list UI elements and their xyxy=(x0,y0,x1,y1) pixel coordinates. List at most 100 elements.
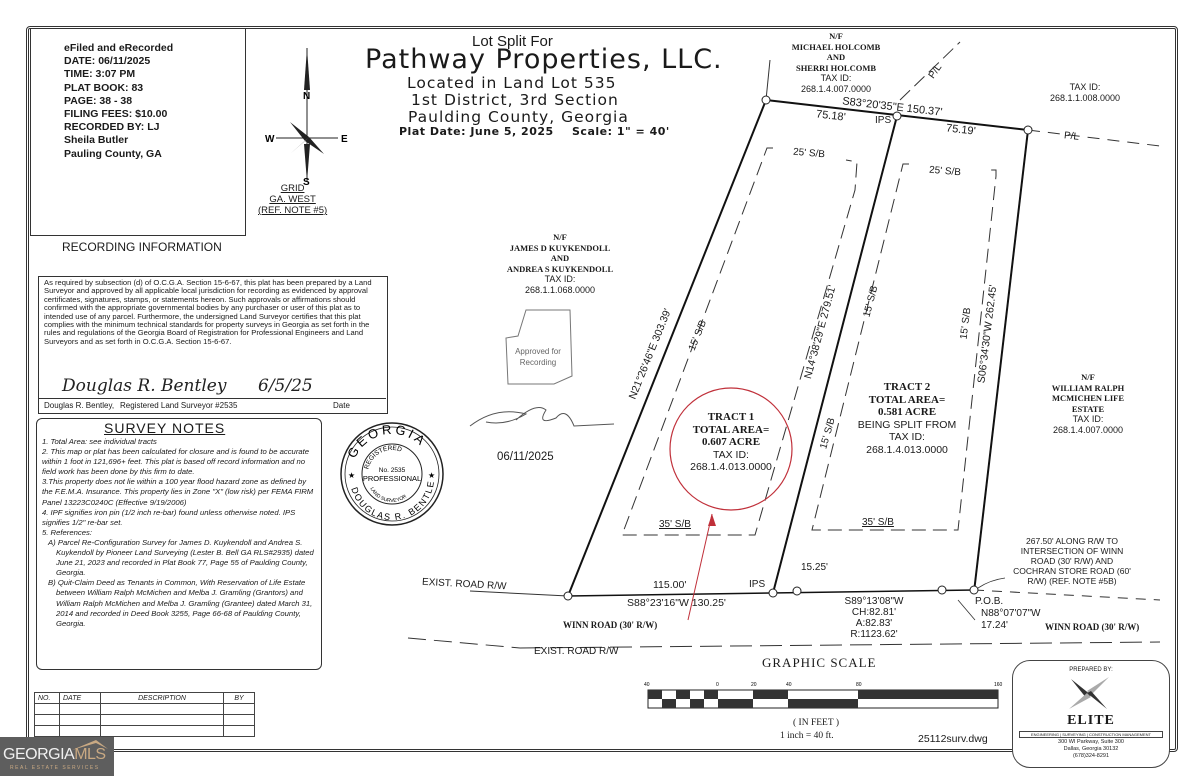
certification-text: As required by subsection (d) of O.C.G.A… xyxy=(44,278,372,346)
svg-text:No. 2535: No. 2535 xyxy=(379,467,406,474)
svg-text:E: E xyxy=(341,134,348,145)
graphic-scale-bar: 40 0 20 40 80 160 xyxy=(644,682,1003,709)
revision-table: NO. DATE DESCRIPTION BY xyxy=(34,692,255,737)
table-row xyxy=(34,725,255,737)
svg-text:160: 160 xyxy=(994,682,1003,688)
table-row xyxy=(34,714,255,726)
setback-35-tract2: 35' S/B xyxy=(862,517,894,528)
date-label: Date xyxy=(333,401,350,410)
svg-text:20: 20 xyxy=(751,682,757,688)
approval-date: 06/11/2025 xyxy=(497,451,554,463)
owner-mcmichen: N/F WILLIAM RALPH MCMICHEN LIFE ESTATE T… xyxy=(1051,372,1125,435)
mls-logo-text: GEORGIAMLS xyxy=(3,746,106,763)
grid-reference: GRID GA. WEST (REF. NOTE #5) xyxy=(258,183,327,216)
existing-row-south: EXIST. ROAD R/W xyxy=(534,646,619,657)
svg-text:★: ★ xyxy=(428,471,435,480)
plat-scale: Scale: 1" = 40' xyxy=(572,125,670,138)
recording-info-text: eFiled and eRecorded DATE: 06/11/2025 TI… xyxy=(64,42,173,161)
recorded-by: RECORDED BY: LJ xyxy=(64,121,160,134)
plat-date: Plat Date: June 5, 2025 xyxy=(399,125,554,138)
plat-book: PLAT BOOK: 83 xyxy=(64,81,144,94)
svg-text:S: S xyxy=(303,177,310,186)
curve-data: S89°13'08"W CH:82.81' A:82.83' R:1123.62… xyxy=(838,596,910,640)
tract-1-label: TRACT 1 TOTAL AREA= 0.607 ACRE TAX ID: 2… xyxy=(690,411,772,473)
svg-text:0: 0 xyxy=(716,682,719,688)
winn-road-west: WINN ROAD (30' R/W) xyxy=(563,620,658,630)
title-prefix: Lot Split For xyxy=(472,33,553,50)
clerk-name: Sheila Butler xyxy=(64,134,129,147)
georgia-mls-watermark: GEORGIAMLS REAL ESTATE SERVICES xyxy=(0,737,114,776)
point-of-beginning: P.O.B. xyxy=(975,596,1004,607)
svg-text:Approved for: Approved for xyxy=(515,347,561,356)
title-county: Paulding County, Georgia xyxy=(408,108,629,126)
grid-line-1: GRID xyxy=(280,183,305,194)
south-segment-1: 115.00' xyxy=(653,579,687,591)
note-5: 5. References: xyxy=(42,527,92,537)
svg-text:N: N xyxy=(303,91,310,102)
preparer-address: 300 WI Parkway, Suite 300 Dallas, Georgi… xyxy=(1058,739,1124,759)
note-1: 1. Total Area: see individual tracts xyxy=(42,437,157,446)
title-main: Pathway Properties, LLC. xyxy=(365,44,723,75)
survey-notes-title: SURVEY NOTES xyxy=(104,420,226,436)
mls-subtitle: REAL ESTATE SERVICES xyxy=(10,765,100,771)
grid-line-2: GA. WEST xyxy=(269,194,316,205)
offset-dimension: 15.25' xyxy=(801,562,828,573)
preparer-tagline: ENGINEERING | SURVEYING | CONSTRUCTION M… xyxy=(1019,731,1163,738)
svg-text:80: 80 xyxy=(856,682,862,688)
owner-kuykendoll: N/F JAMES D KUYKENDOLL AND ANDREA S KUYK… xyxy=(506,232,614,295)
svg-text:PROFESSIONAL: PROFESSIONAL xyxy=(363,474,421,483)
table-row xyxy=(34,703,255,715)
signature-line xyxy=(38,398,386,399)
preparer-logo-box: PREPARED BY: ELITE ENGINEERING | SURVEYI… xyxy=(1012,660,1170,768)
approved-stamp-icon: Approved for Recording xyxy=(505,309,573,385)
svg-text:40: 40 xyxy=(786,682,792,688)
winn-road-east: WINN ROAD (30' R/W) xyxy=(1045,622,1140,632)
svg-text:★: ★ xyxy=(348,471,355,480)
plat-page: PAGE: 38 - 38 xyxy=(64,94,133,107)
intersection-note: 267.50' ALONG R/W TO INTERSECTION OF WIN… xyxy=(1013,536,1131,586)
surveyor-seal-icon: GEORGIA DOUGLAS R. BENTLEY REGISTERED LA… xyxy=(338,420,444,526)
surveyor-signature: Douglas R. Bentley xyxy=(62,376,227,396)
owner-holcomb: N/F MICHAEL HOLCOMB AND SHERRI HOLCOMB T… xyxy=(791,31,881,94)
county: Pauling County, GA xyxy=(64,147,162,160)
prepared-by-label: PREPARED BY: xyxy=(1069,667,1113,673)
surveyor-name: Douglas R. Bentley, xyxy=(44,401,115,410)
ips-south: IPS xyxy=(749,579,766,590)
pob-bearing: N88°07'07"W xyxy=(981,608,1041,619)
drawing-filename: 25112surv.dwg xyxy=(918,733,988,745)
grid-line-3: (REF. NOTE #5) xyxy=(258,205,328,216)
north-arrow-icon: N W E S xyxy=(265,48,348,186)
reference-a: A) Parcel Re-Configuration Survey for Ja… xyxy=(48,537,314,578)
drawing-border xyxy=(26,26,1178,752)
preparer-name: ELITE xyxy=(1067,713,1115,728)
roof-icon xyxy=(72,740,108,750)
pob-distance: 17.24' xyxy=(981,620,1008,631)
svg-text:40: 40 xyxy=(644,682,650,688)
svg-text:Recording: Recording xyxy=(520,358,556,367)
survey-notes-body: 1. Total Area: see individual tracts 2. … xyxy=(42,437,318,629)
title-district: 1st District, 3rd Section xyxy=(411,91,619,109)
curve-arc: A:82.83' xyxy=(855,618,893,629)
record-date: DATE: 06/11/2025 xyxy=(64,55,151,68)
elite-star-icon xyxy=(1069,677,1109,709)
signature-date: 6/5/25 xyxy=(258,376,313,396)
efiled-line: eFiled and eRecorded xyxy=(64,42,174,54)
graphic-scale-title: GRAPHIC SCALE xyxy=(762,655,877,670)
tract-2-label: TRACT 2 TOTAL AREA= 0.581 ACRE BEING SPL… xyxy=(857,381,957,456)
title-location: Located in Land Lot 535 xyxy=(407,74,617,92)
graphic-scale-units: ( IN FEET ) xyxy=(793,718,839,728)
note-4: 4. IPF signifies iron pin (1/2 inch re-b… xyxy=(42,507,296,527)
reference-b: B) Quit-Claim Deed as Tenants in Common,… xyxy=(48,578,313,628)
approver-signature-icon xyxy=(469,407,615,427)
pl-label-2: P/L xyxy=(1063,130,1080,143)
survey-notes-box xyxy=(36,418,322,670)
note-3: 3.This property does not lie within a 10… xyxy=(42,477,314,507)
filing-fees: FILING FEES: $10.00 xyxy=(64,108,168,121)
graphic-scale-ratio: 1 inch = 40 ft. xyxy=(780,731,834,741)
owner-northeast: TAX ID: 268.1.1.008.0000 xyxy=(1049,82,1121,103)
surveyor-registration: Registered Land Surveyor #2535 xyxy=(120,401,238,410)
record-time: TIME: 3:07 PM xyxy=(64,68,136,81)
setback-35-tract1: 35' S/B xyxy=(659,519,691,530)
svg-text:W: W xyxy=(265,134,275,145)
